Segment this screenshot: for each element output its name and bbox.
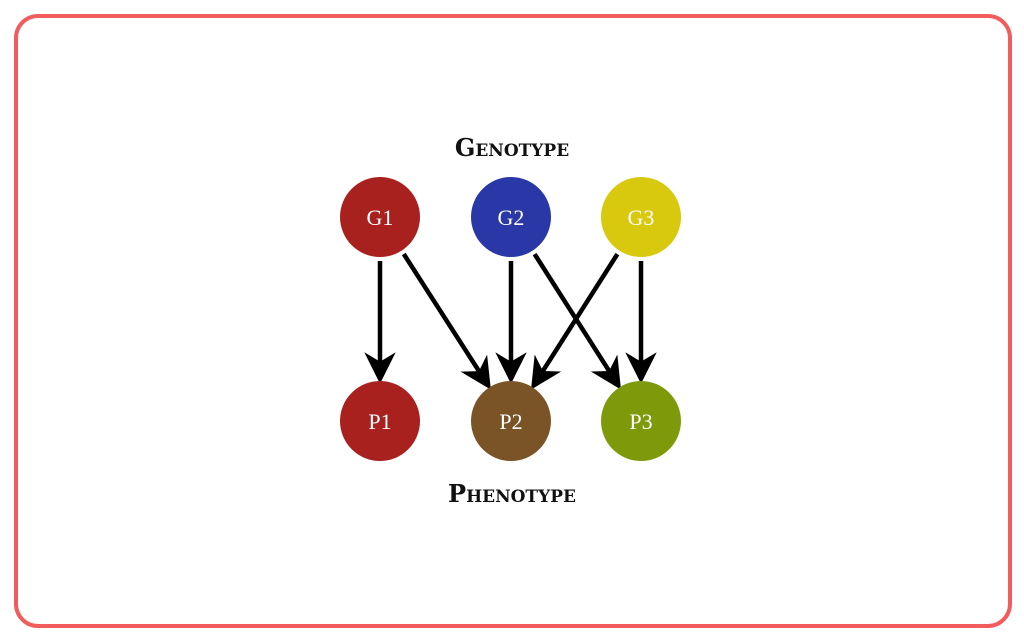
genotype-node-label-g2: G2	[498, 205, 525, 230]
phenotype-heading: Phenotype	[448, 479, 576, 508]
node-P3: P3	[601, 381, 681, 461]
phenotype-node-circle-p3	[601, 381, 681, 461]
node-G1: G1	[340, 177, 420, 257]
phenotype-node-circle-p2	[471, 381, 551, 461]
arrow-g3-to-p2	[531, 252, 620, 390]
phenotype-node-circle-p1	[340, 381, 420, 461]
arrow-g1-to-p2	[401, 252, 491, 390]
phenotype-node-label-p2: P2	[499, 409, 522, 434]
genotype-node-circle-g1	[340, 177, 420, 257]
edges-layer	[364, 252, 657, 390]
node-P1: P1	[340, 381, 420, 461]
node-G3: G3	[601, 177, 681, 257]
genotype-node-circle-g2	[471, 177, 551, 257]
genotype-node-label-g1: G1	[367, 205, 394, 230]
phenotype-node-label-p3: P3	[629, 409, 652, 434]
node-P2: P2	[471, 381, 551, 461]
genotype-node-circle-g3	[601, 177, 681, 257]
genotype-heading: Genotype	[455, 133, 569, 162]
node-G2: G2	[471, 177, 551, 257]
phenotype-node-label-p1: P1	[368, 409, 391, 434]
genotype-node-label-g3: G3	[628, 205, 655, 230]
